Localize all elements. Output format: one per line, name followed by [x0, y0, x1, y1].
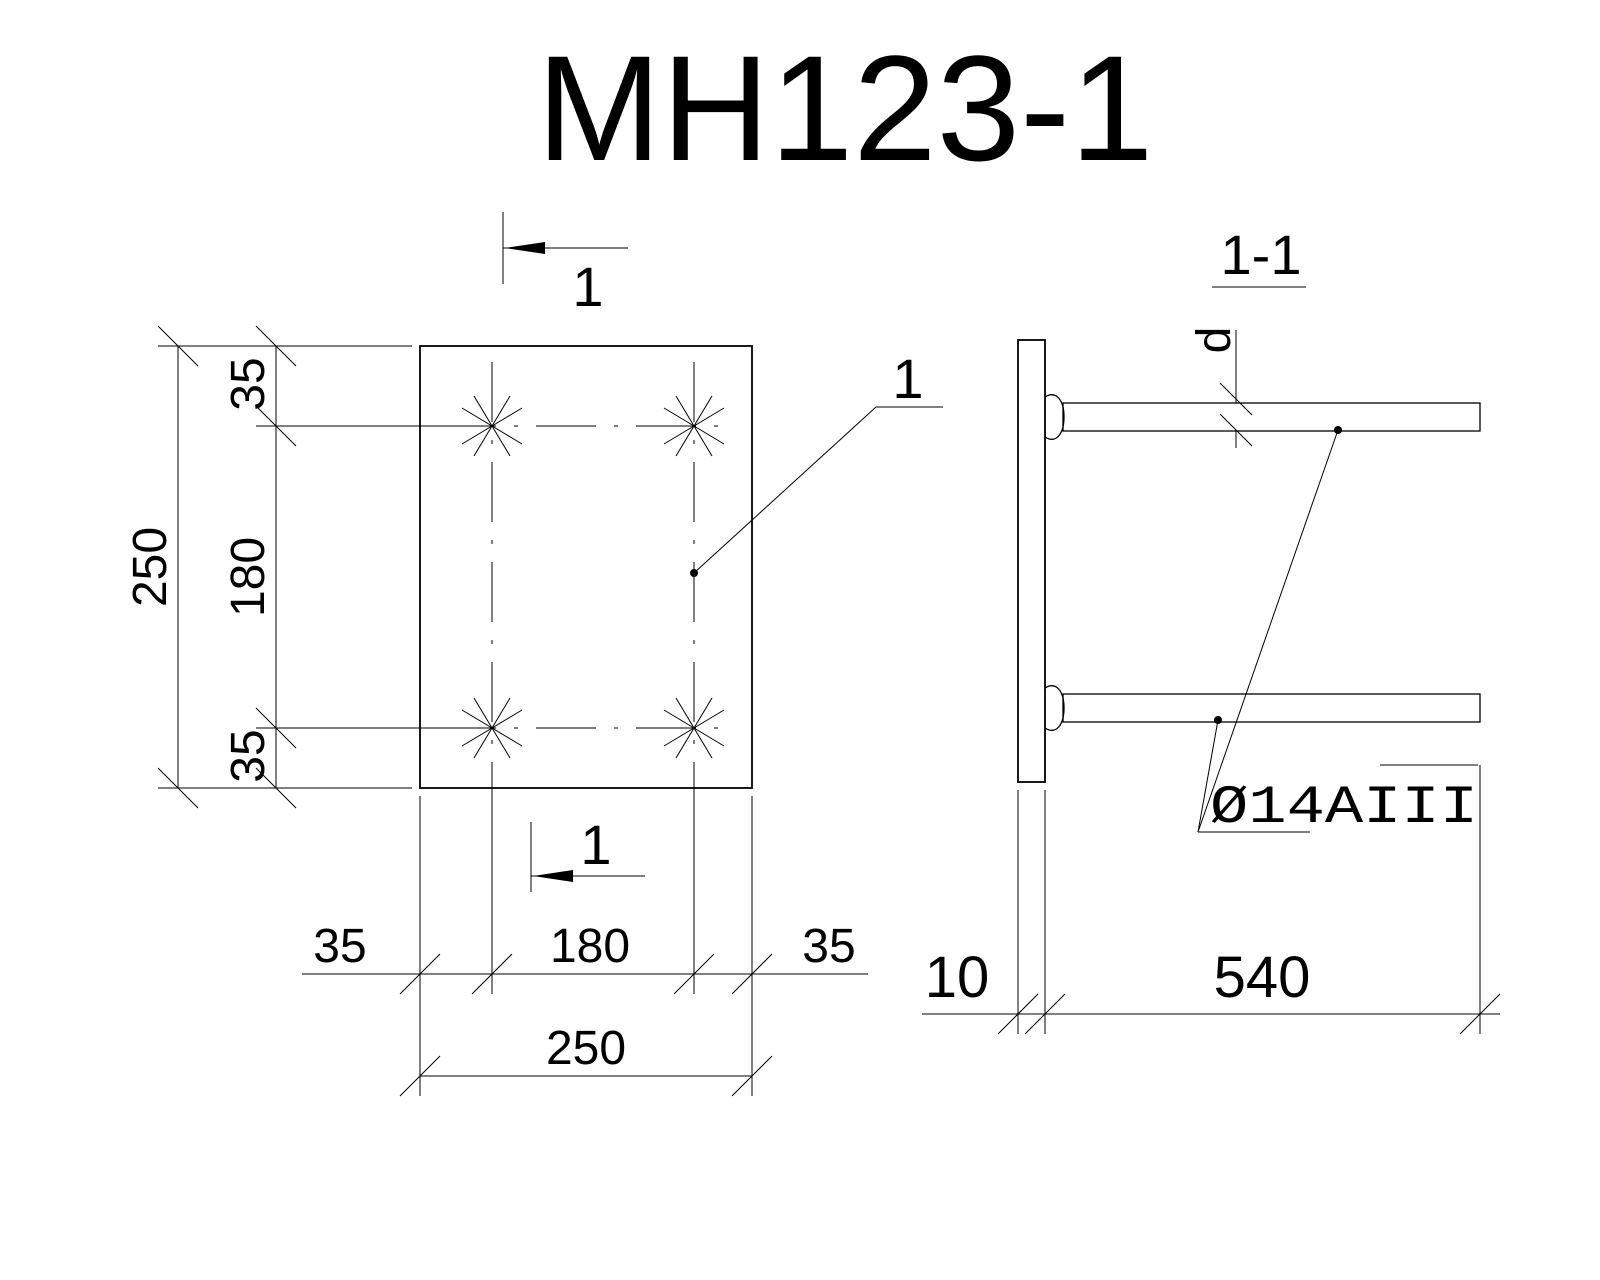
- anchor-rod-bottom: [1062, 693, 1481, 723]
- dim-left-middle: 180: [222, 537, 275, 617]
- section-label-bottom: 1: [580, 813, 611, 876]
- section-title: 1-1: [1221, 223, 1302, 286]
- weld-bottom: [1044, 685, 1065, 731]
- section-cut-bottom: 1: [530, 813, 645, 892]
- part-number-label: 1: [892, 347, 923, 410]
- dim-plate-thickness: 10: [925, 945, 990, 1010]
- plate-outline: [419, 345, 753, 789]
- anchor-point-top-right: [663, 395, 725, 457]
- anchor-rod-top: [1062, 402, 1481, 432]
- section-label-top: 1: [572, 255, 603, 318]
- dim-bottom-middle: 180: [550, 920, 630, 973]
- rod-diameter-dimension: d: [1188, 327, 1253, 448]
- weld-top: [1044, 394, 1065, 440]
- anchor-point-bottom-right: [663, 697, 725, 759]
- section-arrow-bottom: [533, 870, 573, 882]
- anchor-point-bottom-left: [461, 697, 523, 759]
- rebar-spec-label: Ø14AIII: [1210, 778, 1478, 839]
- plate-section: [1017, 339, 1046, 783]
- anchor-point-top-left: [461, 395, 523, 457]
- bottom-dimensions: [302, 772, 868, 1097]
- thickness-symbol: d: [1188, 327, 1241, 354]
- dim-bottom-overall: 250: [546, 1022, 626, 1075]
- part-callout: 1: [690, 347, 943, 577]
- plan-view: 1 1 1: [124, 212, 943, 1097]
- section-bottom-dimensions: [922, 765, 1501, 1035]
- section-view: 1-1 d Ø14AIII: [922, 223, 1501, 1035]
- drawing-title: MH123-1: [537, 24, 1154, 192]
- dim-left-overall: 250: [124, 527, 177, 607]
- dim-left-bottom: 35: [222, 729, 275, 782]
- rebar-callout: Ø14AIII: [1197, 426, 1478, 839]
- section-cut-top: 1: [502, 212, 628, 318]
- dim-bottom-right: 35: [802, 920, 855, 973]
- dim-left-top: 35: [222, 357, 275, 410]
- section-arrow-top: [505, 242, 545, 254]
- left-dimensions: [157, 325, 486, 809]
- dim-bottom-left: 35: [313, 920, 366, 973]
- dim-rod-length: 540: [1214, 945, 1311, 1010]
